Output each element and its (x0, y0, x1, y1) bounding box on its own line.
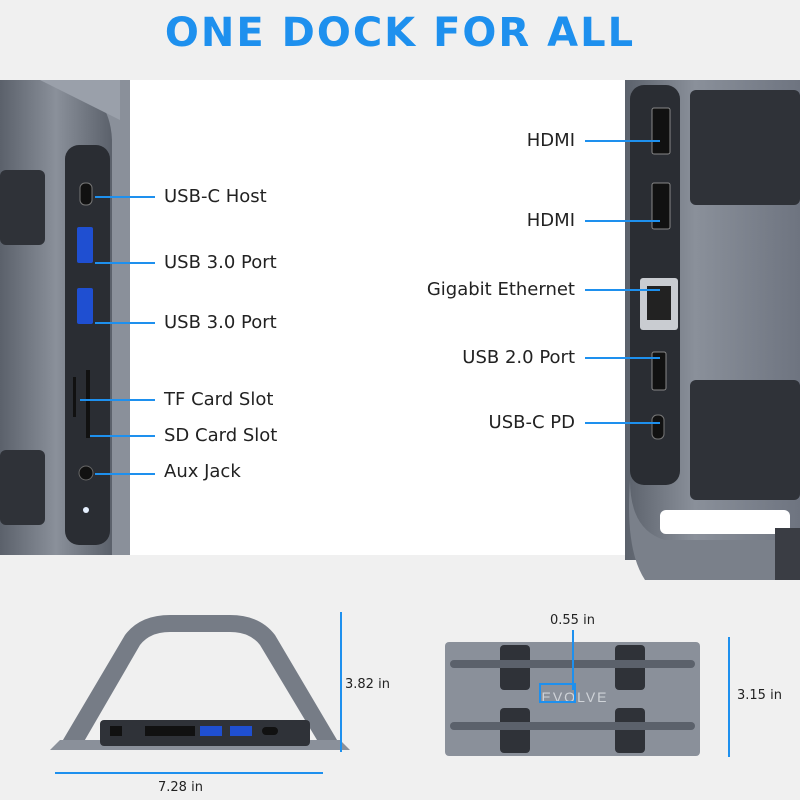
dim-top-height: 3.15 in (737, 688, 782, 703)
leader-hdmi-2 (585, 220, 660, 222)
left-dock-closeup (0, 80, 130, 555)
top-view-drawing: EVOLVE (445, 642, 700, 756)
leader-ethernet (585, 289, 660, 291)
label-sd-slot: SD Card Slot (164, 425, 278, 446)
leader-usbc-pd (585, 422, 660, 424)
label-usbc-host: USB-C Host (164, 186, 267, 207)
leader-hdmi-1 (585, 140, 660, 142)
dim-slot-width: 0.55 in (550, 613, 595, 628)
dim-line-side-height (340, 612, 342, 752)
side-view-drawing (50, 615, 350, 750)
page-title: ONE DOCK FOR ALL (164, 10, 636, 56)
dim-line-side-width (55, 772, 323, 774)
leader-aux-jack (95, 473, 155, 475)
label-usbc-pd: USB-C PD (488, 412, 575, 433)
label-hdmi-1: HDMI (526, 130, 575, 151)
dim-line-slot-width (572, 630, 574, 690)
dim-side-height: 3.82 in (345, 677, 390, 692)
leader-usbc-host (95, 196, 155, 198)
label-aux-jack: Aux Jack (164, 461, 241, 482)
leader-usb30-2 (95, 322, 155, 324)
label-usb20: USB 2.0 Port (462, 347, 575, 368)
label-ethernet: Gigabit Ethernet (426, 279, 575, 300)
dim-side-width: 7.28 in (158, 780, 203, 795)
leader-tf-slot (80, 399, 155, 401)
label-hdmi-2: HDMI (526, 210, 575, 231)
dim-line-top-height (728, 637, 730, 757)
label-usb30-2: USB 3.0 Port (164, 312, 277, 333)
label-usb30-1: USB 3.0 Port (164, 252, 277, 273)
leader-sd-slot (90, 435, 155, 437)
label-tf-slot: TF Card Slot (164, 389, 274, 410)
leader-usb30-1 (95, 262, 155, 264)
right-dock-closeup (625, 80, 800, 580)
leader-usb20 (585, 357, 660, 359)
